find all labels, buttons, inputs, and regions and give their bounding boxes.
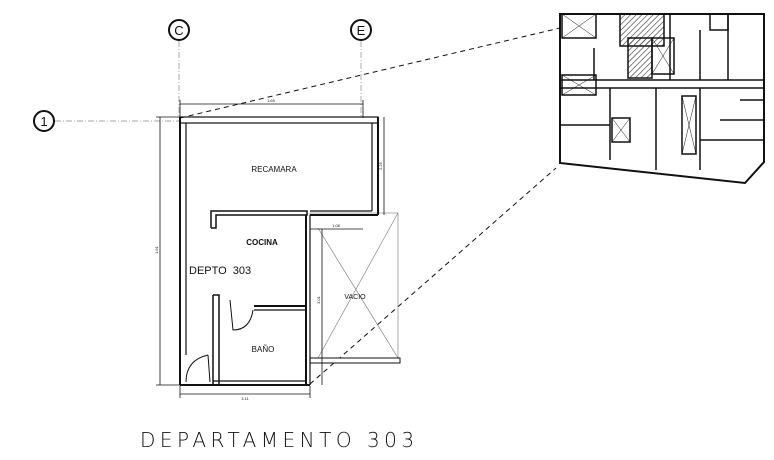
svg-text:1.08: 1.08 — [332, 223, 341, 228]
grid-marker-c: C — [168, 19, 190, 41]
svg-text:3.01: 3.01 — [316, 295, 321, 304]
svg-text:3.11: 3.11 — [241, 396, 249, 401]
svg-text:1.65: 1.65 — [267, 98, 276, 103]
svg-text:C: C — [174, 23, 183, 38]
room-label-bano: BAÑO — [252, 345, 275, 354]
doors — [185, 299, 254, 383]
room-label-recamara: RECAMARA — [251, 165, 297, 174]
callout-lines — [179, 27, 561, 385]
room-label-vacio: VACIO — [344, 294, 366, 301]
svg-text:2.25: 2.25 — [378, 161, 383, 170]
unit-label: DEPTO 303 — [189, 265, 251, 277]
dimension-labels: 1.65 1.91 2.25 3.11 1.08 3.01 — [154, 98, 383, 401]
walls — [179, 116, 379, 386]
key-plan — [559, 13, 765, 185]
balcony-ledge — [309, 357, 401, 364]
drawing-title: DEPARTAMENTO 303 — [140, 428, 419, 452]
vacio-area — [309, 212, 399, 364]
room-label-cocina: COCINA — [246, 238, 278, 247]
grid-lines — [55, 41, 362, 122]
svg-text:1: 1 — [40, 114, 47, 129]
svg-text:1.91: 1.91 — [154, 245, 159, 254]
dimension-lines — [156, 100, 385, 398]
grid-marker-e: E — [350, 19, 372, 41]
grid-marker-1: 1 — [33, 110, 55, 132]
svg-text:E: E — [357, 23, 366, 38]
